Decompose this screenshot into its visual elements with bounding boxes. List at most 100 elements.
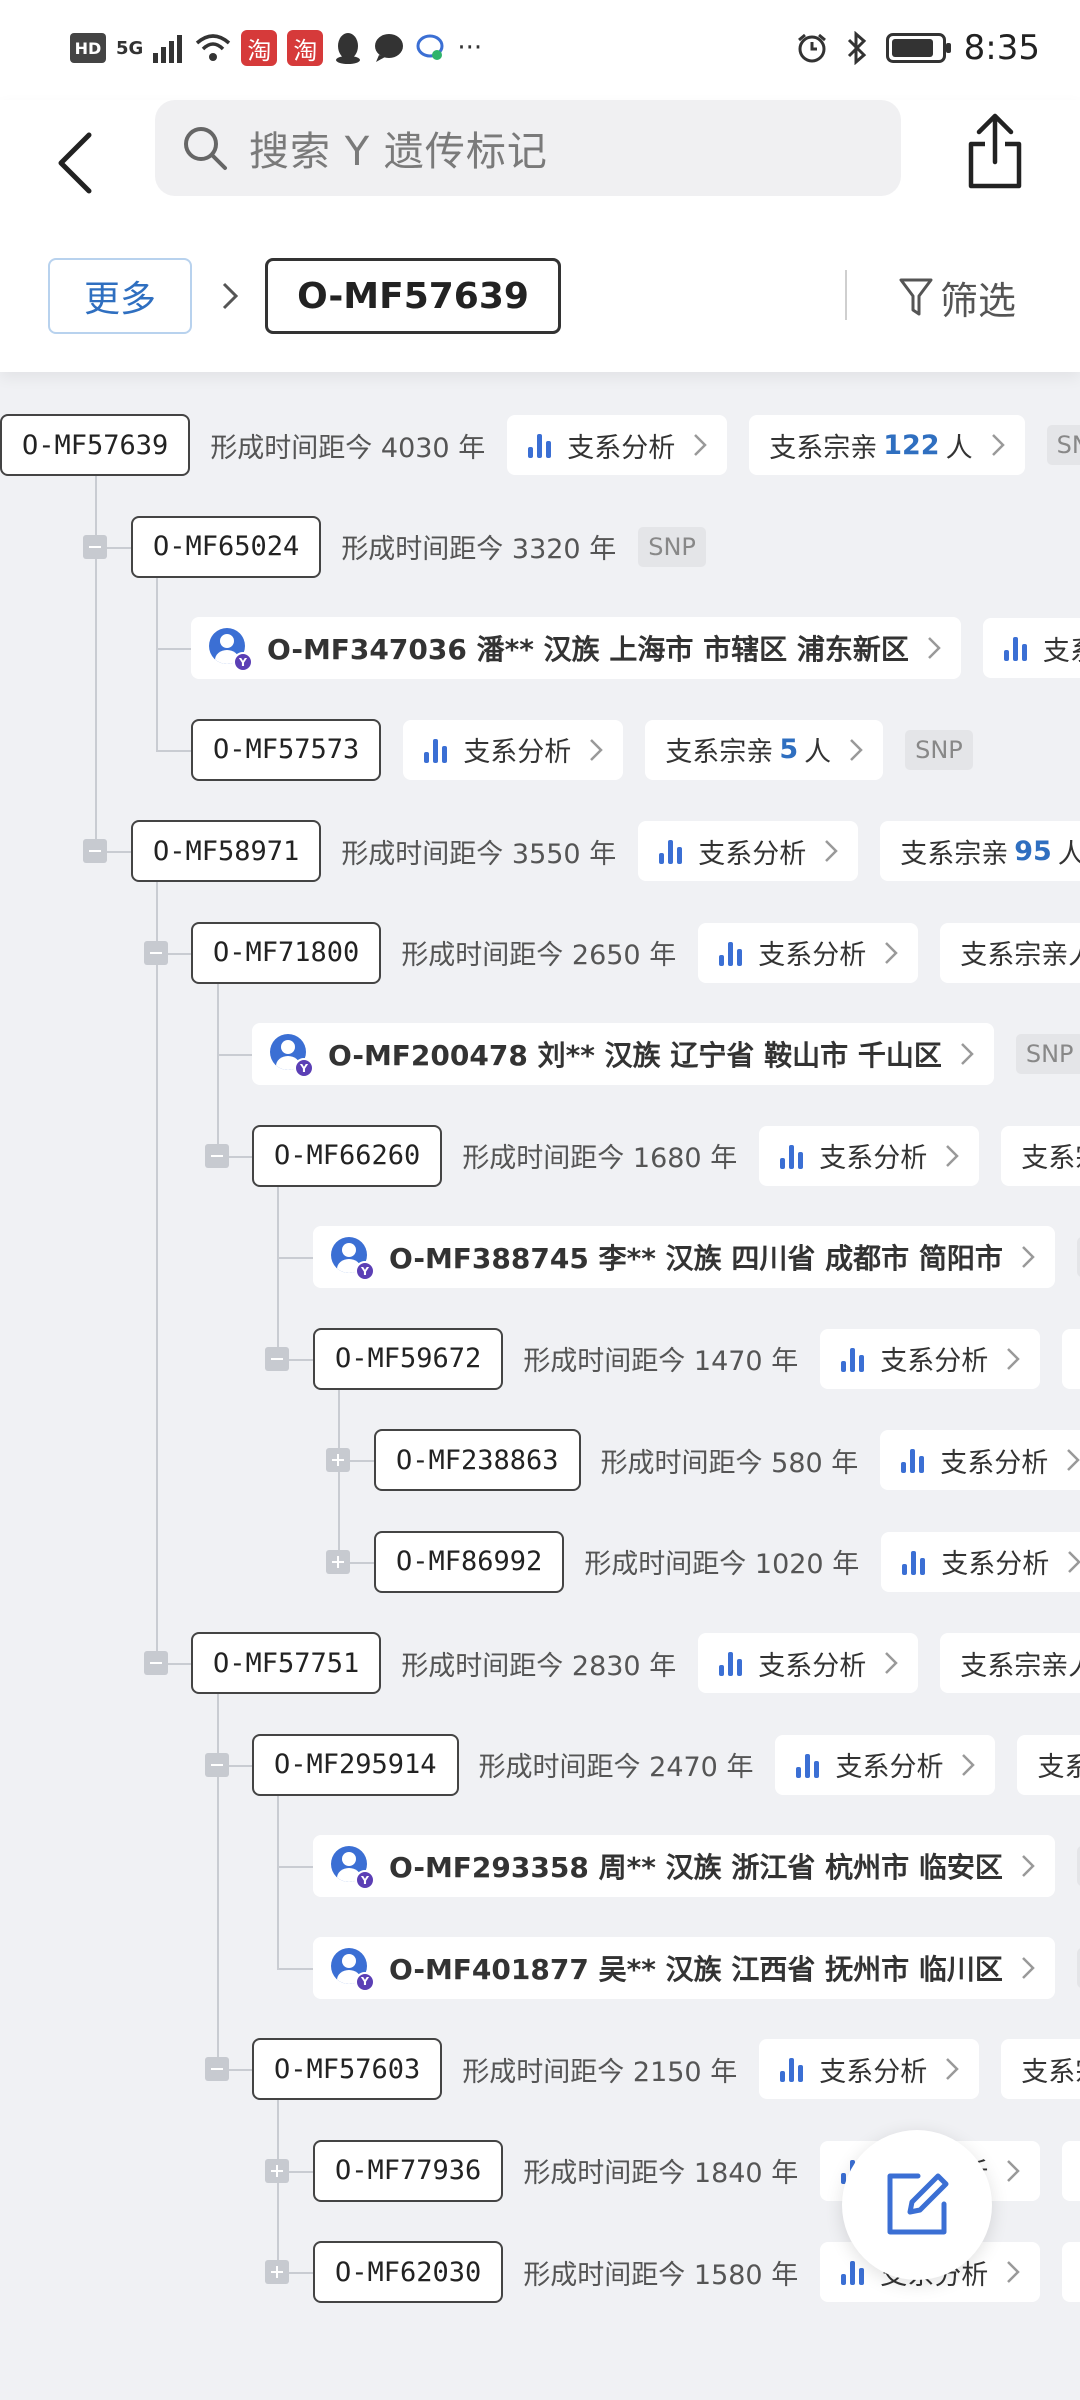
haplogroup-node[interactable]: O-MF57603 bbox=[252, 2038, 443, 2100]
branch-relatives-button[interactable]: 支系宗亲人 bbox=[1017, 1734, 1080, 1795]
haplogroup-node[interactable]: O-MF65024 bbox=[131, 515, 322, 578]
branch-analysis-button[interactable]: 支系分析 bbox=[982, 618, 1080, 678]
edit-fab-button[interactable] bbox=[842, 2130, 992, 2280]
collapse-toggle[interactable] bbox=[83, 534, 107, 559]
branch-relatives-button[interactable]: 支系宗亲人 bbox=[1062, 1328, 1080, 1389]
branch-analysis-button[interactable]: 支系分析 bbox=[880, 1430, 1080, 1490]
bar-chart-icon-bar bbox=[728, 1652, 734, 1676]
filter-icon bbox=[899, 278, 933, 316]
expand-toggle[interactable] bbox=[265, 2260, 289, 2284]
branch-analysis-button[interactable]: 支系分析 bbox=[698, 922, 919, 983]
collapse-toggle[interactable] bbox=[144, 940, 168, 965]
tree-connector-horizontal bbox=[277, 1967, 313, 1970]
back-button[interactable] bbox=[40, 118, 110, 208]
haplogroup-node[interactable]: O-MF59672 bbox=[313, 1327, 504, 1390]
search-input[interactable]: 搜索 Y 遗传标记 bbox=[155, 100, 901, 196]
branch-relatives-button[interactable]: 支系宗亲人 bbox=[1062, 2242, 1080, 2302]
bar-chart-icon-bar bbox=[796, 1766, 802, 1778]
filter-button[interactable]: 筛选 bbox=[898, 262, 1016, 332]
haplogroup-node[interactable]: O-MF238863 bbox=[374, 1429, 581, 1491]
branch-relatives-button[interactable]: 支系宗亲人 bbox=[1062, 2140, 1080, 2201]
branch-relatives-button[interactable]: 支系宗亲人 bbox=[940, 922, 1080, 983]
branch-analysis-label: 支系分析 bbox=[835, 1752, 944, 1783]
branch-analysis-label: 支系分析 bbox=[567, 432, 676, 464]
branch-analysis-button[interactable]: 支系分析 bbox=[759, 1125, 980, 1186]
relatives-unit: 人 bbox=[1057, 838, 1080, 870]
collapse-toggle[interactable] bbox=[83, 839, 107, 863]
collapse-toggle[interactable] bbox=[205, 2057, 229, 2081]
haplogroup-node[interactable]: O-MF77936 bbox=[313, 2139, 504, 2202]
relatives-unit: 人 bbox=[1068, 1644, 1080, 1683]
collapse-toggle[interactable] bbox=[144, 1651, 168, 1675]
relatives-label: 支系宗亲 bbox=[1021, 1143, 1080, 1174]
breadcrumb-current-node[interactable]: O-MF57639 bbox=[265, 258, 561, 334]
sample-record-label: O-MF293358 周** 汉族 浙江省 杭州市 临安区 bbox=[389, 1851, 1003, 1884]
haplogroup-node[interactable]: O-MF86992 bbox=[374, 1530, 565, 1593]
branch-analysis-button[interactable]: 支系分析 bbox=[507, 415, 728, 475]
signal-icon bbox=[153, 35, 183, 63]
haplogroup-node[interactable]: O-MF71800 bbox=[191, 921, 382, 984]
share-icon bbox=[968, 113, 1022, 189]
branch-relatives-button[interactable]: 支系宗亲 95 人 bbox=[880, 821, 1080, 881]
alarm-icon bbox=[797, 33, 826, 63]
branch-analysis-button[interactable]: 支系分析 bbox=[403, 719, 624, 780]
expand-toggle[interactable] bbox=[265, 2158, 289, 2183]
collapse-toggle[interactable] bbox=[205, 1752, 229, 1777]
branch-relatives-button[interactable]: 支系宗亲 5 人 bbox=[645, 719, 884, 780]
haplogroup-node[interactable]: O-MF58971 bbox=[131, 820, 322, 882]
haplogroup-node[interactable]: O-MF295914 bbox=[252, 1733, 459, 1796]
branch-analysis-button[interactable]: 支系分析 bbox=[759, 2039, 980, 2099]
branch-analysis-button[interactable]: 支系分析 bbox=[775, 1734, 996, 1795]
chat-bubble-icon bbox=[375, 34, 404, 62]
haplogroup-node[interactable]: O-MF57639 bbox=[0, 414, 191, 476]
branch-relatives-button[interactable]: 支系宗亲人 bbox=[1001, 2039, 1080, 2099]
snp-badge: SNP bbox=[1015, 1034, 1080, 1074]
search-icon bbox=[184, 127, 227, 170]
user-avatar-icon: Y bbox=[270, 1034, 314, 1078]
haplogroup-node[interactable]: O-MF57573 bbox=[191, 718, 382, 781]
branch-analysis-label: 支系分析 bbox=[758, 940, 867, 971]
expand-toggle[interactable] bbox=[326, 1448, 350, 1472]
network-label: 5G bbox=[116, 37, 144, 59]
tree-connector-vertical bbox=[277, 1795, 279, 1968]
branch-analysis-button[interactable]: 支系分析 bbox=[820, 1328, 1041, 1389]
bar-chart-icon-bar bbox=[920, 1557, 926, 1575]
share-button[interactable] bbox=[955, 106, 1035, 196]
formation-age: 形成时间距今 3550 年 bbox=[341, 838, 617, 870]
avatar-face bbox=[209, 628, 245, 664]
branch-relatives-button[interactable]: 支系宗亲人 bbox=[940, 1633, 1080, 1693]
branch-analysis-button[interactable]: 支系分析 bbox=[698, 1633, 919, 1693]
bar-chart-icon-bar bbox=[719, 954, 725, 966]
relatives-unit: 人 bbox=[1068, 933, 1080, 972]
bar-chart-icon bbox=[779, 1143, 805, 1169]
bar-chart-icon-bar bbox=[859, 2268, 865, 2285]
branch-analysis-button[interactable]: 支系分析 bbox=[881, 1531, 1080, 1592]
haplogroup-node[interactable]: O-MF57751 bbox=[191, 1632, 382, 1694]
bar-chart-icon-bar bbox=[537, 434, 543, 458]
branch-analysis-button[interactable]: 支系分析 bbox=[638, 821, 859, 881]
chevron-right-icon bbox=[1021, 1855, 1035, 1877]
relatives-label: 支系宗亲 bbox=[900, 838, 1009, 870]
bar-chart-icon-bar bbox=[814, 1760, 820, 1778]
chevron-right-icon bbox=[991, 434, 1005, 456]
user-avatar-icon: Y bbox=[331, 1237, 375, 1281]
branch-relatives-button[interactable]: 支系宗亲人 bbox=[1001, 1125, 1080, 1186]
battery-icon bbox=[885, 33, 951, 63]
collapse-toggle[interactable] bbox=[265, 1346, 289, 1371]
more-button[interactable]: 更多 bbox=[48, 258, 192, 334]
collapse-toggle[interactable] bbox=[205, 1143, 229, 1168]
haplogroup-node[interactable]: O-MF62030 bbox=[313, 2241, 504, 2303]
haplogroup-node[interactable]: O-MF66260 bbox=[252, 1124, 443, 1187]
expand-toggle[interactable] bbox=[326, 1549, 350, 1574]
bar-chart-icon bbox=[1003, 635, 1029, 661]
chevron-right-icon bbox=[222, 282, 239, 310]
sample-row: YO-MF401877 吴** 汉族 江西省 抚州市 临川区SNP bbox=[313, 1936, 1080, 1999]
branch-relatives-button[interactable]: 支系宗亲 122 人 bbox=[749, 415, 1025, 475]
bar-chart-icon-bar bbox=[737, 1659, 743, 1676]
